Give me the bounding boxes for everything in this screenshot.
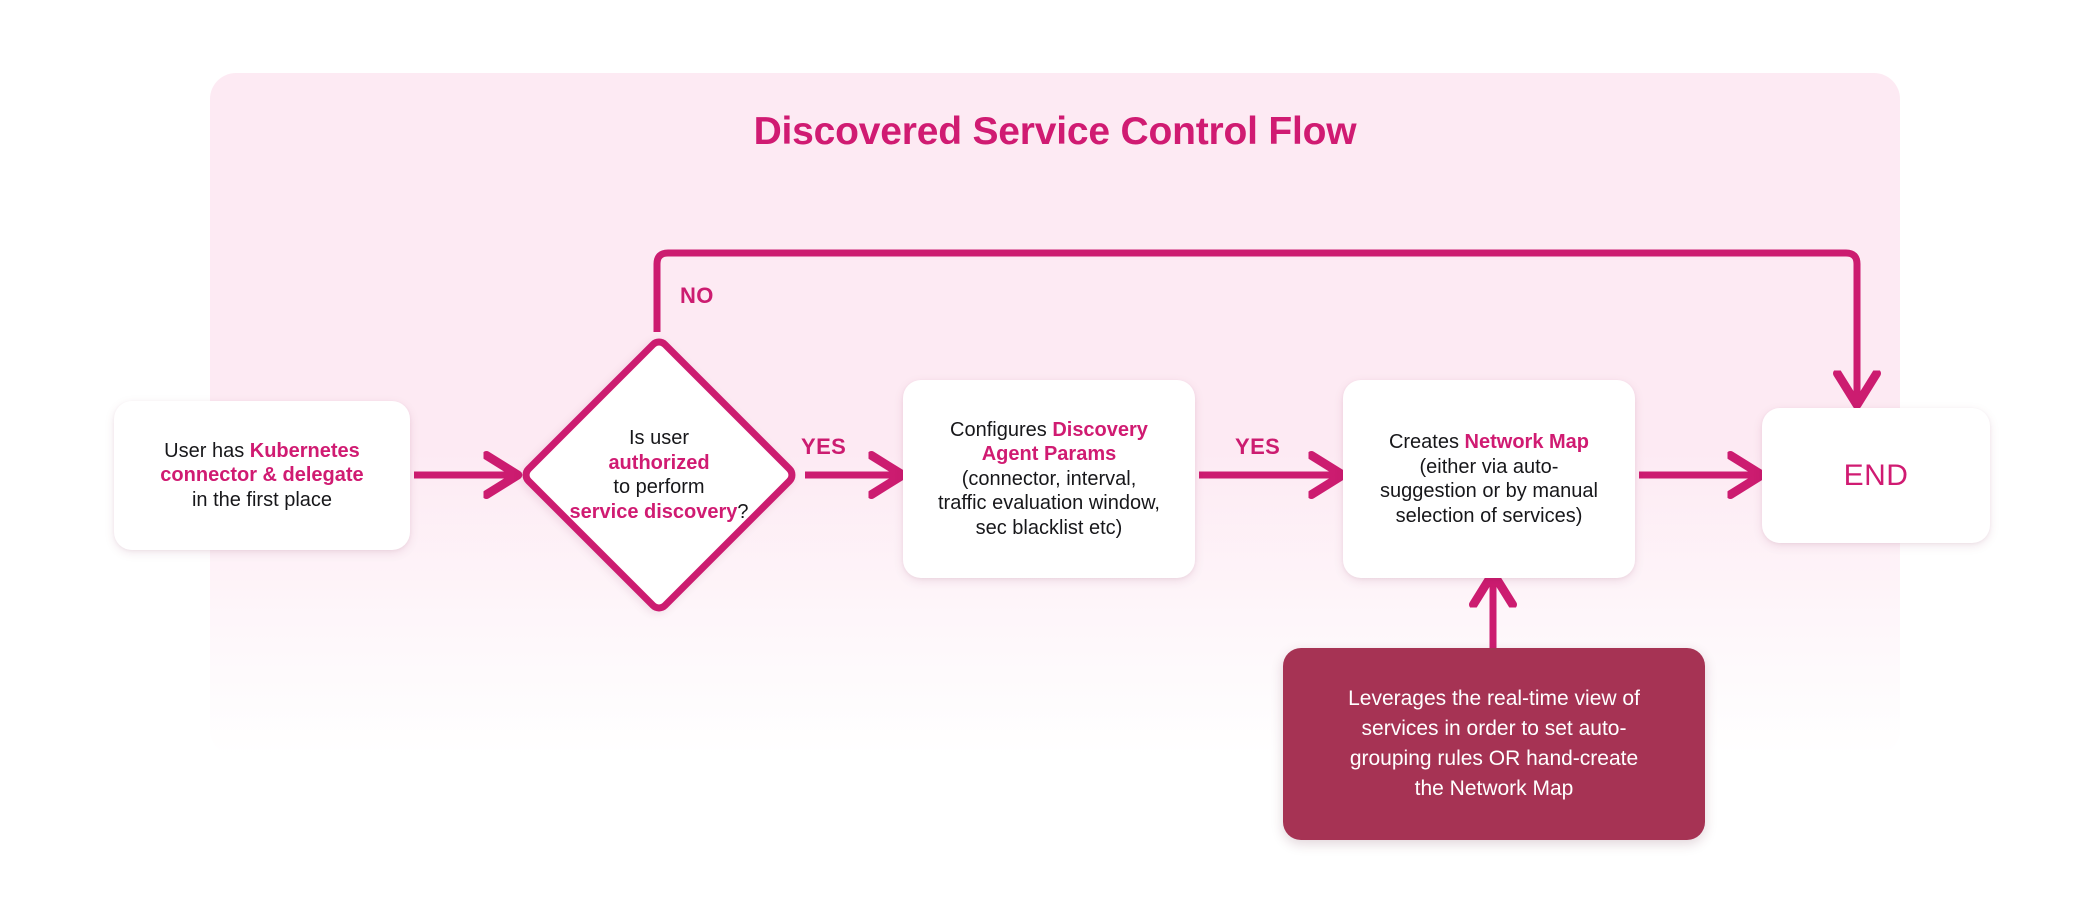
node-decision-is-user-authorized[interactable]: Is user authorized to perform service di…	[517, 333, 801, 617]
node-note-text: Leverages the real-time view of services…	[1330, 684, 1658, 804]
node-note-line2: services in order to set auto-	[1361, 717, 1627, 740]
edge-label-no: NO	[680, 283, 714, 308]
node-netmap-line3: suggestion or by manual	[1380, 480, 1598, 502]
node-decision-line4: service discovery	[569, 500, 738, 523]
node-decision-line3: to perform	[613, 476, 705, 498]
node-netmap-line4: selection of services)	[1395, 504, 1583, 527]
node-note-line1: Leverages the real-time view of	[1348, 687, 1640, 710]
node-start-text: User has Kubernetes connector & delegate…	[148, 439, 375, 513]
node-annotation-leverages-realtime-view[interactable]: Leverages the real-time view of services…	[1283, 648, 1705, 840]
node-netmap-line2: (either via auto-	[1419, 455, 1559, 478]
node-decision-line1: Is user	[628, 427, 690, 449]
node-creates-network-map[interactable]: Creates Network Map (either via auto- su…	[1343, 380, 1635, 578]
node-start-user-has-connector[interactable]: User has Kubernetes connector & delegate…	[114, 401, 410, 550]
node-start-line2-bold: connector & delegate	[160, 464, 364, 487]
node-start-line3-plain: in the first place	[191, 488, 333, 511]
node-params-line1-bold: Discovery	[1052, 418, 1148, 441]
node-params-line3: (connector, interval,	[961, 467, 1137, 490]
node-start-line1-bold: Kubernetes	[249, 439, 360, 462]
node-start-line1-plain: User has	[164, 439, 250, 462]
node-end-terminator[interactable]: END	[1762, 408, 1990, 543]
node-note-line3: grouping rules OR hand-create	[1349, 747, 1639, 770]
node-netmap-line1-plain: Creates	[1388, 431, 1465, 453]
node-note-line4: the Network Map	[1414, 777, 1574, 800]
node-netmap-line1-bold: Network Map	[1464, 431, 1590, 453]
edge-label-yes-decision: YES	[801, 434, 847, 459]
page-title: Discovered Service Control Flow	[753, 110, 1357, 153]
edge-label-yes-params: YES	[1235, 434, 1281, 459]
node-params-line2-bold: Agent Params	[981, 443, 1117, 466]
node-params-line4: traffic evaluation window,	[938, 492, 1160, 515]
node-netmap-text: Creates Network Map (either via auto- su…	[1368, 430, 1610, 528]
node-decision-text: Is user authorized to perform service di…	[518, 334, 800, 616]
node-params-line1-plain: Configures	[950, 418, 1053, 441]
node-configures-discovery-agent-params[interactable]: Configures Discovery Agent Params (conne…	[903, 380, 1195, 578]
node-decision-line2: authorized	[608, 451, 710, 474]
node-params-line5: sec blacklist etc)	[975, 516, 1123, 539]
node-end-label: END	[1843, 458, 1909, 492]
node-decision-line4-suffix: ?	[737, 500, 749, 523]
node-params-text: Configures Discovery Agent Params (conne…	[926, 418, 1172, 541]
